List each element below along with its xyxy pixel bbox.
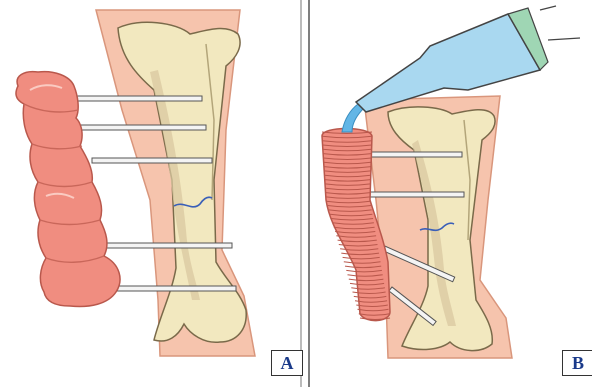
panel-label-a: A (271, 350, 303, 376)
pin-a-1 (76, 96, 202, 101)
pin-a-4 (104, 243, 232, 248)
panel-a (16, 10, 255, 356)
pin-a-5 (106, 286, 236, 291)
pin-b-2 (360, 192, 464, 197)
panel-b (322, 6, 580, 358)
pin-a-2 (80, 125, 206, 130)
panel-label-b: B (562, 350, 592, 376)
injection-stream (342, 104, 364, 132)
segmented-external-fixator-icon (16, 72, 120, 307)
pin-a-3 (92, 158, 212, 163)
syringe-icon (356, 6, 580, 112)
